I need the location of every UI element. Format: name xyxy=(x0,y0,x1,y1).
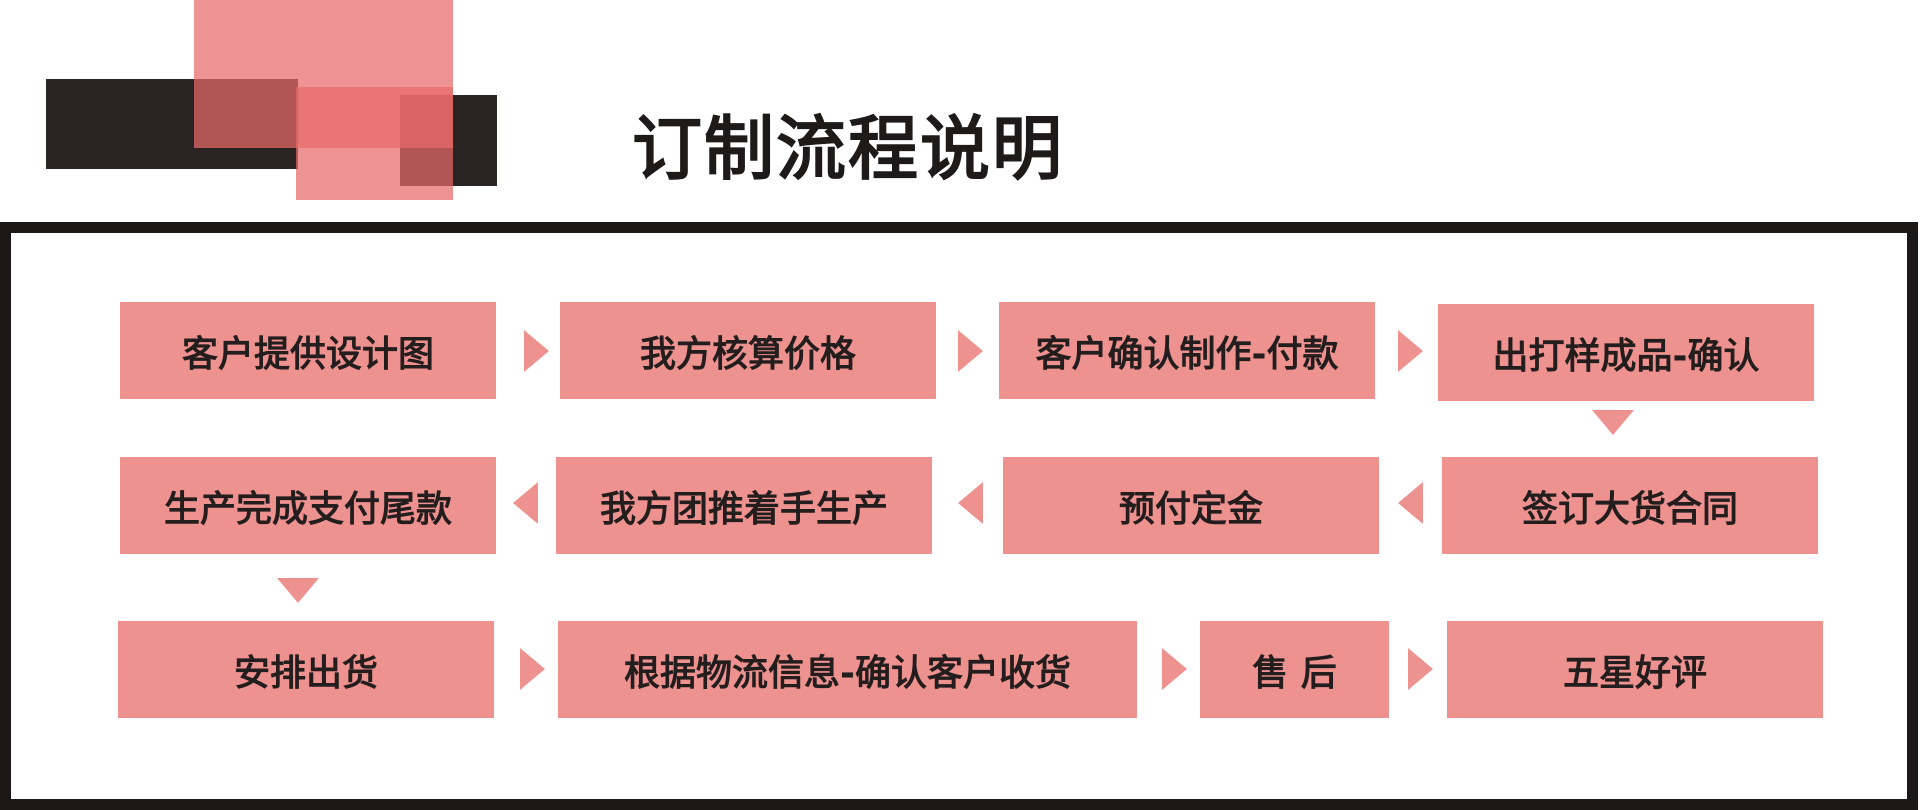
step-production: 我方团推着手生产 xyxy=(556,457,932,554)
arrow-down-icon xyxy=(277,578,319,603)
step-deposit: 预付定金 xyxy=(1003,457,1379,554)
step-after-sales: 售 后 xyxy=(1200,621,1389,718)
arrow-right-icon xyxy=(520,648,545,690)
arrow-right-icon xyxy=(1162,648,1187,690)
arrow-right-icon xyxy=(1398,330,1423,372)
step-sign-contract: 签订大货合同 xyxy=(1442,457,1818,554)
step-price-quote: 我方核算价格 xyxy=(560,302,936,399)
arrow-right-icon xyxy=(524,330,549,372)
step-confirm-receipt: 根据物流信息-确认客户收货 xyxy=(558,621,1137,718)
step-sample-confirm: 出打样成品-确认 xyxy=(1438,304,1814,401)
arrow-right-icon xyxy=(1408,648,1433,690)
decorative-pink-block xyxy=(296,87,453,200)
step-provide-design: 客户提供设计图 xyxy=(120,302,496,399)
page-title: 订制流程说明 xyxy=(632,108,1064,190)
arrow-down-icon xyxy=(1592,410,1634,435)
step-final-payment: 生产完成支付尾款 xyxy=(120,457,496,554)
arrow-right-icon xyxy=(958,330,983,372)
arrow-left-icon xyxy=(513,482,538,524)
step-confirm-payment: 客户确认制作-付款 xyxy=(999,302,1375,399)
arrow-left-icon xyxy=(958,482,983,524)
step-five-star-review: 五星好评 xyxy=(1447,621,1823,718)
step-shipment: 安排出货 xyxy=(118,621,494,718)
arrow-left-icon xyxy=(1398,482,1423,524)
